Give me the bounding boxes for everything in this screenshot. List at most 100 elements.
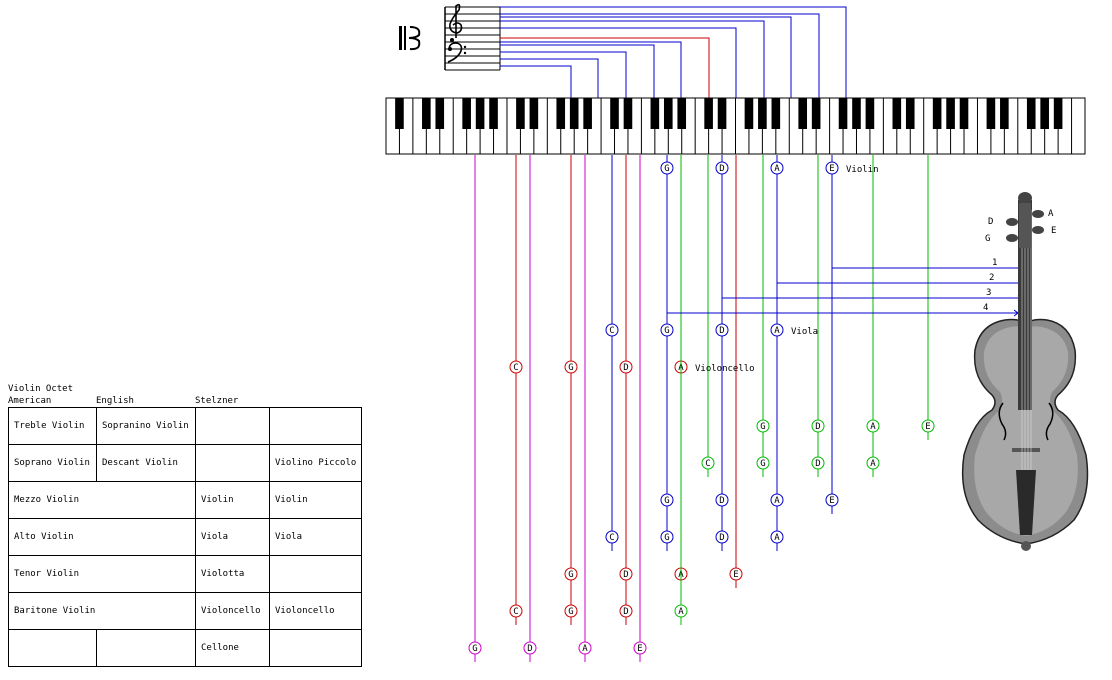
- note-label: D: [623, 570, 628, 580]
- note-circle: [619, 604, 633, 618]
- black-key: [395, 98, 404, 129]
- note-label: G: [664, 533, 669, 543]
- staff-link-line: [500, 65, 572, 98]
- alto-clef-icon: [399, 26, 421, 51]
- violin-octet-table: Treble Violin Sopranino Violin Soprano V…: [8, 407, 362, 667]
- staff-link-line: [500, 6, 847, 98]
- note-label: A: [870, 422, 876, 432]
- peg-label-e: E: [1051, 226, 1056, 236]
- note-label: D: [527, 644, 532, 654]
- black-key: [462, 98, 471, 129]
- cell-stelzner: Violin: [195, 481, 270, 519]
- note-circle: [770, 530, 784, 544]
- note-label: E: [733, 570, 738, 580]
- note-circle: [468, 641, 482, 655]
- black-key: [623, 98, 633, 129]
- black-key: [516, 98, 525, 129]
- black-key: [422, 98, 431, 129]
- cell-stelzner: Violotta: [195, 555, 270, 593]
- black-key: [704, 98, 713, 129]
- violin-string-routes: [666, 174, 1031, 317]
- table-row: Tenor Violin Violotta: [8, 555, 362, 593]
- cell-stelzner: Viola: [195, 518, 270, 556]
- cell-modern: Viola: [269, 518, 362, 556]
- staff-link-line: [500, 51, 627, 98]
- treble-clef-icon: [449, 3, 463, 42]
- black-key: [865, 98, 875, 129]
- table-row: Treble Violin Sopranino Violin: [8, 407, 362, 445]
- note-label: A: [774, 533, 780, 543]
- black-key: [892, 98, 902, 129]
- note-circle: [619, 567, 633, 581]
- table-row: Baritone Violin Violoncello Violoncello: [8, 592, 362, 630]
- cell-modern: [269, 555, 362, 593]
- note-circle: [660, 530, 674, 544]
- black-key: [529, 98, 539, 129]
- note-label: D: [719, 533, 724, 543]
- note-circle: [633, 641, 647, 655]
- note-circle: [811, 456, 825, 470]
- note-label: A: [774, 326, 780, 336]
- string-number: 3: [986, 288, 991, 298]
- note-circle: [756, 419, 770, 433]
- black-key: [1026, 98, 1036, 129]
- cell-modern: Violoncello: [269, 592, 362, 630]
- black-key: [569, 98, 579, 129]
- cell-american: Baritone Violin: [8, 592, 196, 630]
- black-key: [489, 98, 498, 129]
- note-circle: [715, 493, 729, 507]
- string-number: 2: [989, 273, 994, 283]
- note-label: G: [568, 607, 573, 617]
- note-label: A: [678, 607, 684, 617]
- note-circle: [660, 323, 674, 337]
- black-key: [1053, 98, 1063, 129]
- cell-english: [96, 629, 196, 667]
- note-circle: [660, 493, 674, 507]
- black-key: [932, 98, 942, 129]
- black-key: [758, 98, 767, 129]
- note-label: E: [829, 496, 834, 506]
- note-circle: [921, 419, 935, 433]
- black-key: [946, 98, 955, 129]
- note-circle: [523, 641, 537, 655]
- violin-route-line: [831, 174, 1030, 269]
- black-key: [811, 98, 821, 129]
- cell-english: Sopranino Violin: [96, 407, 196, 445]
- note-label: G: [568, 363, 573, 373]
- black-key: [905, 98, 915, 129]
- note-label: D: [719, 496, 724, 506]
- black-key: [717, 98, 727, 129]
- table-title: Violin Octet: [8, 384, 74, 394]
- black-key: [771, 98, 781, 129]
- note-label: G: [760, 459, 765, 469]
- peg-label-g: G: [985, 234, 990, 244]
- cell-stelzner: [195, 444, 270, 482]
- peg-label-d: D: [988, 217, 993, 227]
- note-label: D: [815, 459, 820, 469]
- cell-american: Treble Violin: [8, 407, 97, 445]
- black-key: [986, 98, 996, 129]
- note-circle: [564, 567, 578, 581]
- note-label: E: [637, 644, 642, 654]
- staff-link-line: [500, 41, 682, 98]
- table-row: Cellone: [8, 629, 362, 667]
- staff-link-line: [500, 37, 710, 98]
- black-key: [677, 98, 687, 129]
- black-key: [798, 98, 808, 129]
- note-label: A: [582, 644, 588, 654]
- cell-stelzner: [195, 407, 270, 445]
- note-label: D: [623, 607, 628, 617]
- string-number: 1: [992, 258, 997, 268]
- note-circle: [578, 641, 592, 655]
- note-circle: [811, 419, 825, 433]
- note-label: G: [664, 326, 669, 336]
- viola-label: Viola: [791, 327, 818, 337]
- staff-link-line: [500, 58, 599, 98]
- black-key: [959, 98, 969, 129]
- header-english: English: [96, 396, 134, 406]
- black-key: [650, 98, 660, 129]
- black-key: [435, 98, 445, 129]
- note-label: E: [829, 164, 834, 174]
- note-label: D: [623, 363, 628, 373]
- note-label: C: [513, 607, 518, 617]
